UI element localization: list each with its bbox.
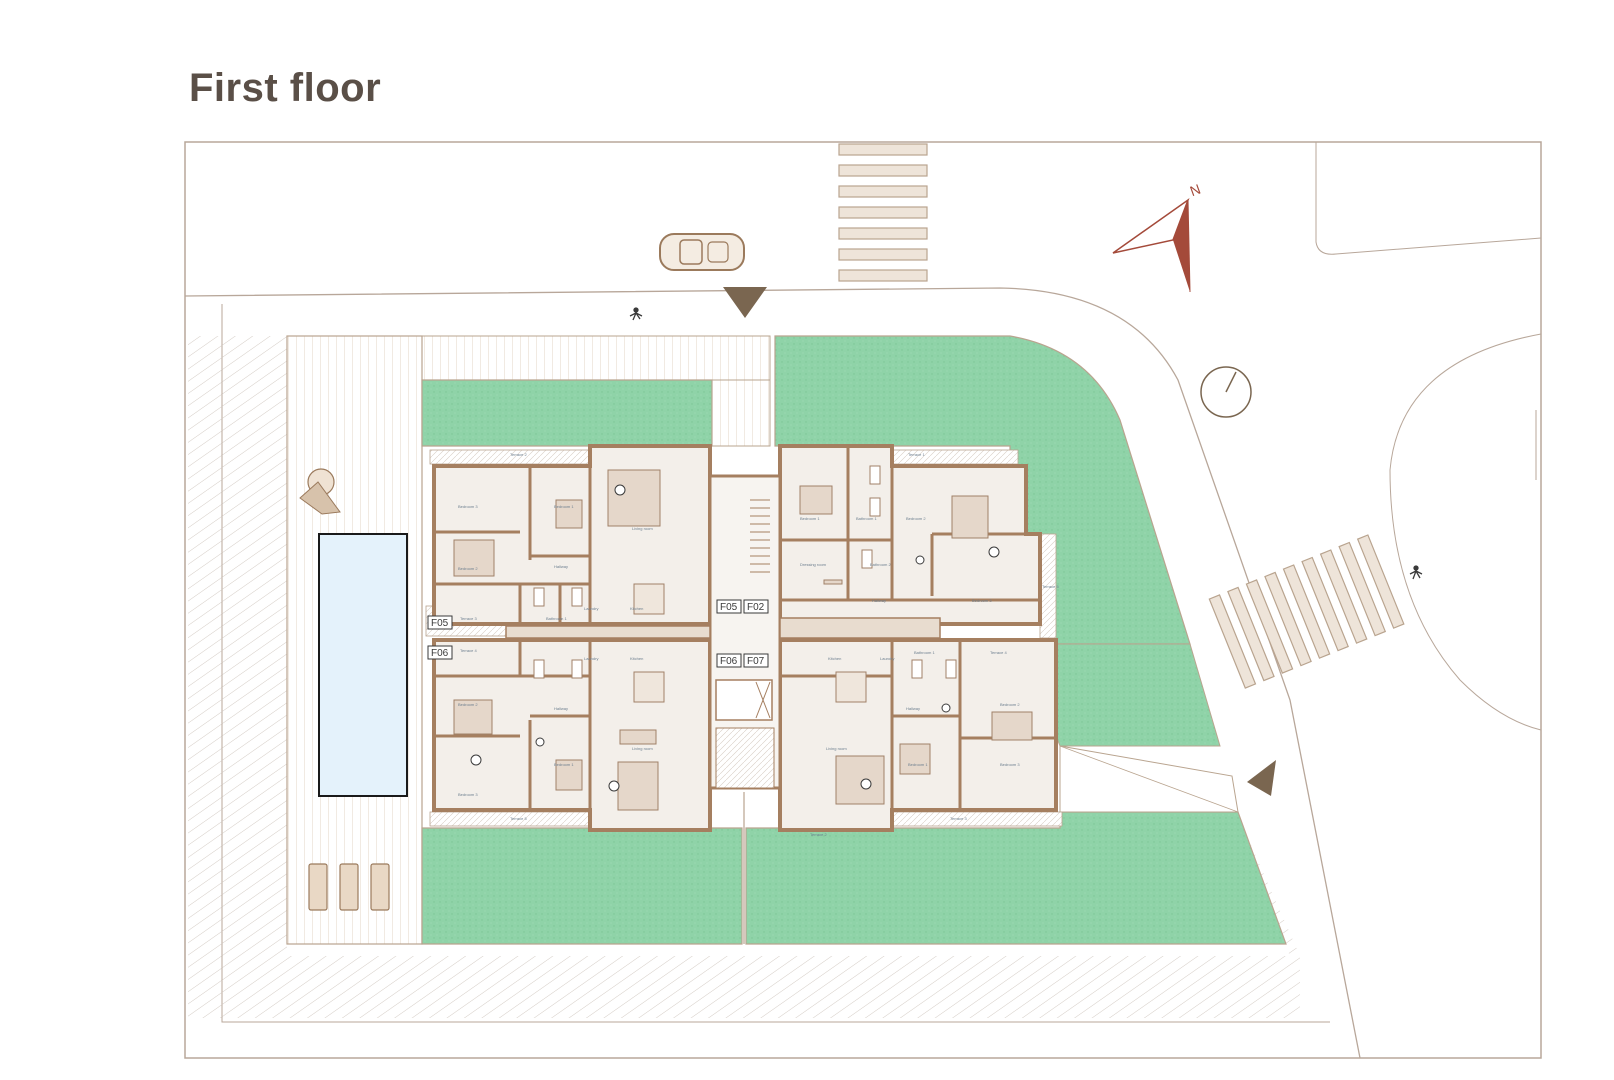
bathroom-fixtures: [533, 465, 957, 679]
garden-bottom-left: [421, 827, 743, 945]
label-laundry-f07: Laundry: [880, 656, 894, 661]
street-corner: [1315, 142, 1542, 255]
label-bedroom-2-f06: Bedroom 2: [458, 702, 478, 707]
swimming-pool: [318, 533, 408, 797]
label-hallway-f07: Hallway: [906, 706, 920, 711]
label-bedroom-1-f02: Bedroom 1: [800, 516, 820, 521]
compass-icon: N: [1112, 181, 1203, 293]
label-bedroom-1-f06: Bedroom 1: [554, 762, 574, 767]
label-bathroom-2-f02: Bathroom 2: [870, 562, 891, 567]
label-bedroom-3-f05: Bedroom 3: [458, 504, 478, 509]
crosswalk-right: [1208, 534, 1405, 689]
corridor-west: [505, 625, 711, 639]
label-terrace-4-f06: Terrace 4: [460, 648, 477, 653]
round-feature: [1200, 366, 1252, 418]
label-bedroom-1-f05: Bedroom 1: [554, 504, 574, 509]
roundabout-edge: [1389, 333, 1542, 731]
tag-box-core-bottom-left: [716, 653, 742, 668]
front-deck: [421, 335, 771, 381]
label-laundry-f06: Laundry: [584, 656, 598, 661]
tag-left-top: F05: [431, 618, 449, 629]
label-laundry-f05: Laundry: [584, 606, 598, 611]
label-terrace-4-f02: Terrace 4: [990, 650, 1007, 655]
tag-box-core-bottom-right: [743, 653, 769, 668]
garden-top-left: [421, 379, 713, 447]
dining-tables: [633, 583, 867, 703]
label-kitchen-f06: Kitchen: [630, 656, 643, 661]
label-hallway-f02: Hallway: [872, 598, 886, 603]
car-icon: [659, 233, 745, 271]
garden-right-middle: [1049, 643, 1221, 747]
label-bedroom-3-f06: Bedroom 3: [458, 792, 478, 797]
label-terrace-5-f02: Terrace 5: [1042, 584, 1059, 589]
tag-box-core-top-left: [716, 599, 742, 614]
tag-box-left-top: [427, 615, 453, 630]
label-bedroom-2-f07: Bedroom 2: [1000, 702, 1020, 707]
partitions-f06: [434, 640, 592, 830]
parasol-icon: [299, 468, 341, 515]
walkway-line: [1059, 745, 1239, 813]
label-bathroom-1-f05: Bathroom 1: [546, 616, 567, 621]
corridor-east: [779, 617, 941, 639]
unit-tags: F05 F06 F05 F02 F06 F07: [427, 599, 769, 668]
person-icons: [470, 484, 1000, 792]
label-bedroom-3-f02: Bedroom 3: [972, 598, 992, 603]
label-bedroom-1-f07: Bedroom 1: [908, 762, 928, 767]
pedestrian-icon-top: [629, 307, 643, 321]
label-terrace-3-f07: Terrace 3: [950, 816, 967, 821]
label-kitchen-f05: Kitchen: [630, 606, 643, 611]
entry-tiles: [715, 727, 775, 789]
label-kitchen-f07: Kitchen: [828, 656, 841, 661]
label-bathroom-1-f02-lower: Bathroom 1: [914, 650, 935, 655]
tag-left-bottom: F06: [431, 648, 449, 659]
label-terrace-2-f05: Terrace 2: [510, 452, 527, 457]
entrance-arrow-top: [723, 287, 767, 318]
tag-core-top-left: F05: [720, 602, 738, 613]
tag-box-core-top-right: [743, 599, 769, 614]
partitions-f05: [434, 446, 592, 624]
label-hallway-f06: Hallway: [554, 706, 568, 711]
tag-core-bottom-left: F06: [720, 656, 738, 667]
tag-core-top-right: F02: [747, 602, 765, 613]
compass-north-label: N: [1188, 181, 1203, 199]
label-terrace-2-f07: Terrace 2: [810, 832, 827, 837]
stair-treads: [750, 499, 770, 573]
terrace-bottom-right: [891, 811, 1063, 827]
label-living-room-f05: Living room: [632, 526, 653, 531]
street-edge: [184, 287, 1361, 1059]
elevator-cross: [755, 681, 771, 719]
crosswalk-top: [838, 143, 928, 282]
site-boundary: [184, 141, 1542, 1059]
label-terrace-1-f02: Terrace 1: [908, 452, 925, 457]
label-bedroom-2-f05: Bedroom 2: [458, 566, 478, 571]
entrance-arrow-right: [1247, 760, 1276, 796]
building: [425, 444, 1063, 832]
elevator: [715, 679, 773, 721]
deck-path: [711, 379, 771, 447]
label-terrace-5-f06: Terrace 5: [510, 816, 527, 821]
label-bathroom-1-f02: Bathroom 1: [856, 516, 877, 521]
room-labels: Living room Bedroom 1 Bedroom 3 Bedroom …: [458, 452, 1059, 837]
tag-core-bottom-right: F07: [747, 656, 765, 667]
furniture: [453, 469, 1033, 811]
label-terrace-3-f05: Terrace 3: [460, 616, 477, 621]
sun-loungers: [308, 863, 390, 911]
label-bedroom-2-f02: Bedroom 2: [906, 516, 926, 521]
label-dressing-room-f02: Dressing room: [800, 562, 827, 567]
page-title: First floor: [189, 66, 382, 110]
label-living-room-f07: Living room: [826, 746, 847, 751]
label-living-room-f06: Living room: [632, 746, 653, 751]
pedestrian-icon-right: [1409, 565, 1423, 580]
label-hallway-f05: Hallway: [554, 564, 568, 569]
tag-box-left-bottom: [427, 645, 453, 660]
label-bedroom-3-f07: Bedroom 3: [1000, 762, 1020, 767]
